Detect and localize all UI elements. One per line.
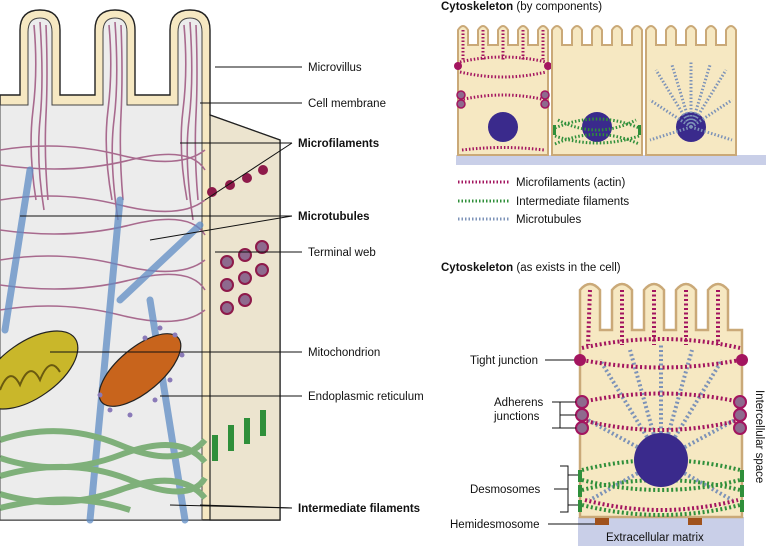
nucleus: [634, 433, 688, 487]
intermediate-filaments-bundle: [0, 428, 208, 513]
top-cell-2: [551, 25, 643, 156]
legend: Microfilaments (actin) Intermediate fila…: [458, 177, 629, 226]
label-desmosomes: Desmosomes: [470, 484, 541, 496]
legend-label-microtubules: Microtubules: [516, 214, 581, 226]
label-terminal-web: Terminal web: [308, 247, 376, 259]
microfilaments-bundle: [0, 21, 206, 323]
bottom-right-title: Cytoskeleton (as exists in the cell): [441, 262, 621, 274]
top-right-title: Cytoskeleton (by components): [441, 1, 602, 13]
bottom-right-title-rest: (as exists in the cell): [513, 262, 621, 274]
label-tight-junction: Tight junction: [470, 355, 538, 367]
desmosomes: [578, 470, 744, 512]
bottom-leader-lines: [545, 359, 595, 525]
label-mitochondrion: Mitochondrion: [308, 347, 380, 359]
tight-junctions: [574, 354, 748, 366]
cytoplasm: [0, 17, 203, 521]
label-er: Endoplasmic reticulum: [308, 391, 424, 403]
desmosome-bars: [212, 410, 266, 461]
left-leader-lines: [20, 66, 302, 509]
tight-junction-dots: [207, 165, 268, 197]
bottom-right-panel: Cytoskeleton (as exists in the cell): [441, 262, 765, 546]
top-cell-1: [454, 25, 552, 156]
label-cell-membrane: Cell membrane: [308, 98, 386, 110]
legend-label-actin: Microfilaments (actin): [516, 177, 625, 189]
top-right-panel: Cytoskeleton (by components): [441, 1, 766, 226]
mitochondrion-shape: [0, 330, 79, 410]
bottom-microfilaments: [581, 289, 741, 512]
label-microvillus: Microvillus: [308, 62, 362, 74]
top-right-title-bold: Cytoskeleton: [441, 1, 513, 13]
label-microfilaments: Microfilaments: [298, 138, 379, 150]
label-hemidesmosome: Hemidesmosome: [450, 519, 539, 531]
hemidesmosomes: [595, 518, 702, 525]
legend-label-intermediate: Intermediate filaments: [516, 196, 629, 208]
label-intermediate-filaments: Intermediate filaments: [298, 503, 420, 515]
top-basement: [456, 155, 766, 165]
label-adherens-2: junctions: [493, 411, 540, 423]
left-cell-illustration: [0, 9, 302, 524]
top-right-title-rest: (by components): [513, 1, 602, 13]
bottom-intermediate: [581, 458, 741, 517]
bottom-right-title-bold: Cytoskeleton: [441, 262, 513, 274]
label-microtubules: Microtubules: [298, 211, 370, 223]
label-intercellular-space: Intercellular space: [753, 390, 765, 483]
label-adherens-1: Adherens: [494, 397, 543, 409]
adherens-junctions: [575, 395, 747, 435]
label-extracellular-matrix: Extracellular matrix: [606, 532, 704, 544]
left-labels: Microvillus Cell membrane Microfilaments…: [298, 62, 424, 515]
top-cell-3: [645, 25, 737, 156]
adherens-dots: [220, 240, 269, 315]
